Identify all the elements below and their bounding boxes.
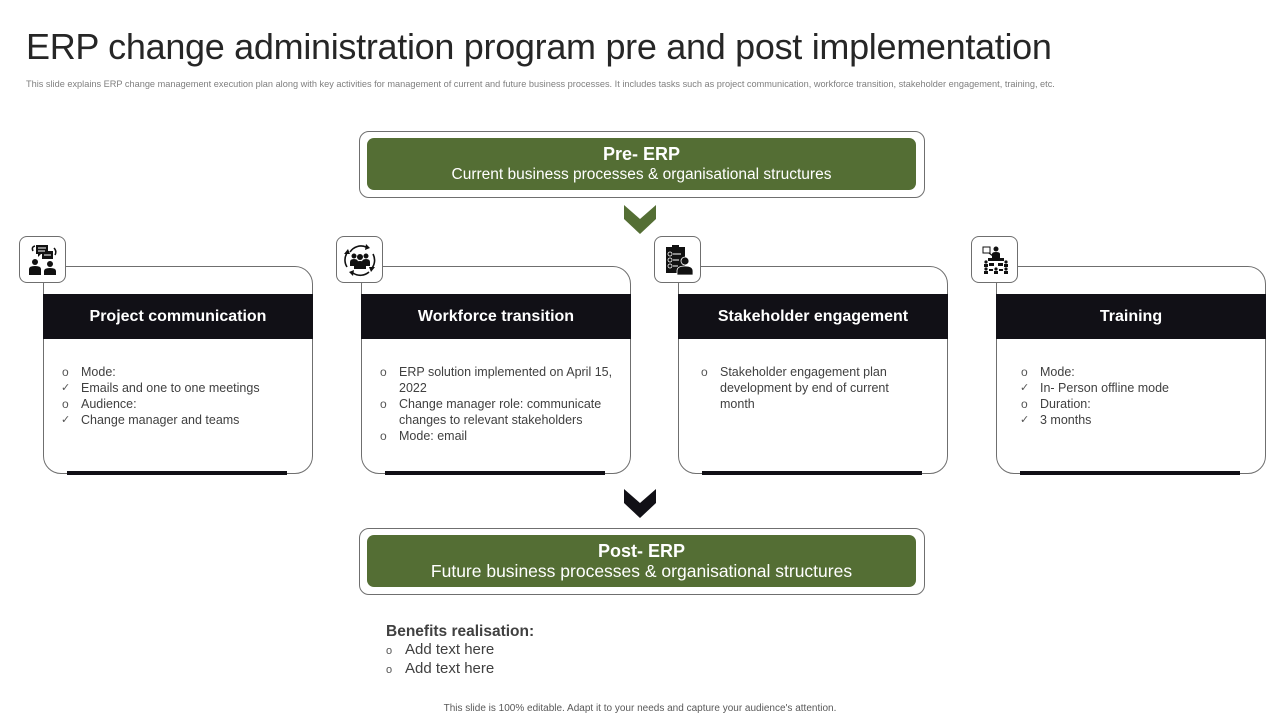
chevron-down-icon <box>624 205 656 234</box>
check-bullet-icon: ✓ <box>61 414 71 426</box>
list-item: ✓Change manager and teams <box>61 413 240 427</box>
check-bullet-icon: ✓ <box>1020 414 1030 426</box>
footer-note: This slide is 100% editable. Adapt it to… <box>443 703 837 714</box>
post-erp-heading: Post- ERP <box>597 541 685 561</box>
list-item: ✓3 months <box>1020 413 1092 427</box>
icon-box <box>19 236 66 283</box>
page-title: ERP change administration program pre an… <box>26 26 1052 67</box>
card-bottom-bar <box>1020 471 1240 475</box>
communication-people-icon <box>28 244 57 275</box>
check-bullet-icon: ✓ <box>1020 382 1030 394</box>
pre-erp-banner: Pre- ERP Current business processes & or… <box>367 138 916 190</box>
icon-box <box>654 236 701 283</box>
list-item: ✓Emails and one to one meetings <box>61 381 260 395</box>
classroom-training-icon <box>982 246 1008 274</box>
chevron-down-icon <box>624 489 656 518</box>
circle-bullet-icon: o <box>62 365 69 379</box>
circle-bullet-icon: o <box>380 429 387 443</box>
card-bottom-bar <box>702 471 922 475</box>
page-subtitle: This slide explains ERP change managemen… <box>26 79 1055 89</box>
circle-bullet-icon: o <box>386 645 393 657</box>
card-title: Stakeholder engagement <box>678 294 948 339</box>
team-cycle-icon <box>343 243 375 276</box>
icon-box <box>971 236 1018 283</box>
pre-erp-box: Pre- ERP Current business processes & or… <box>359 131 925 198</box>
circle-bullet-icon: o <box>701 365 708 379</box>
circle-bullet-icon: o <box>386 664 393 676</box>
circle-bullet-icon: o <box>1021 397 1028 411</box>
pre-erp-heading: Pre- ERP <box>602 144 681 164</box>
checklist-person-icon <box>665 244 693 275</box>
circle-bullet-icon: o <box>1021 365 1028 379</box>
circle-bullet-icon: o <box>380 365 387 379</box>
card-title: Project communication <box>43 294 313 339</box>
icon-box <box>336 236 383 283</box>
card-bottom-bar <box>67 471 287 475</box>
card-title: Workforce transition <box>361 294 631 339</box>
post-erp-box: Post- ERP Future business processes & or… <box>359 528 925 595</box>
card-title: Training <box>996 294 1266 339</box>
post-erp-banner: Post- ERP Future business processes & or… <box>367 535 916 587</box>
card-bottom-bar <box>385 471 605 475</box>
check-bullet-icon: ✓ <box>61 382 71 394</box>
circle-bullet-icon: o <box>380 397 387 411</box>
benefits-title: Benefits realisation: <box>386 623 535 640</box>
list-item: ✓In- Person offline mode <box>1020 381 1170 395</box>
pre-erp-description: Current business processes & organisatio… <box>451 166 832 183</box>
circle-bullet-icon: o <box>62 397 69 411</box>
post-erp-description: Future business processes & organisation… <box>430 561 853 581</box>
